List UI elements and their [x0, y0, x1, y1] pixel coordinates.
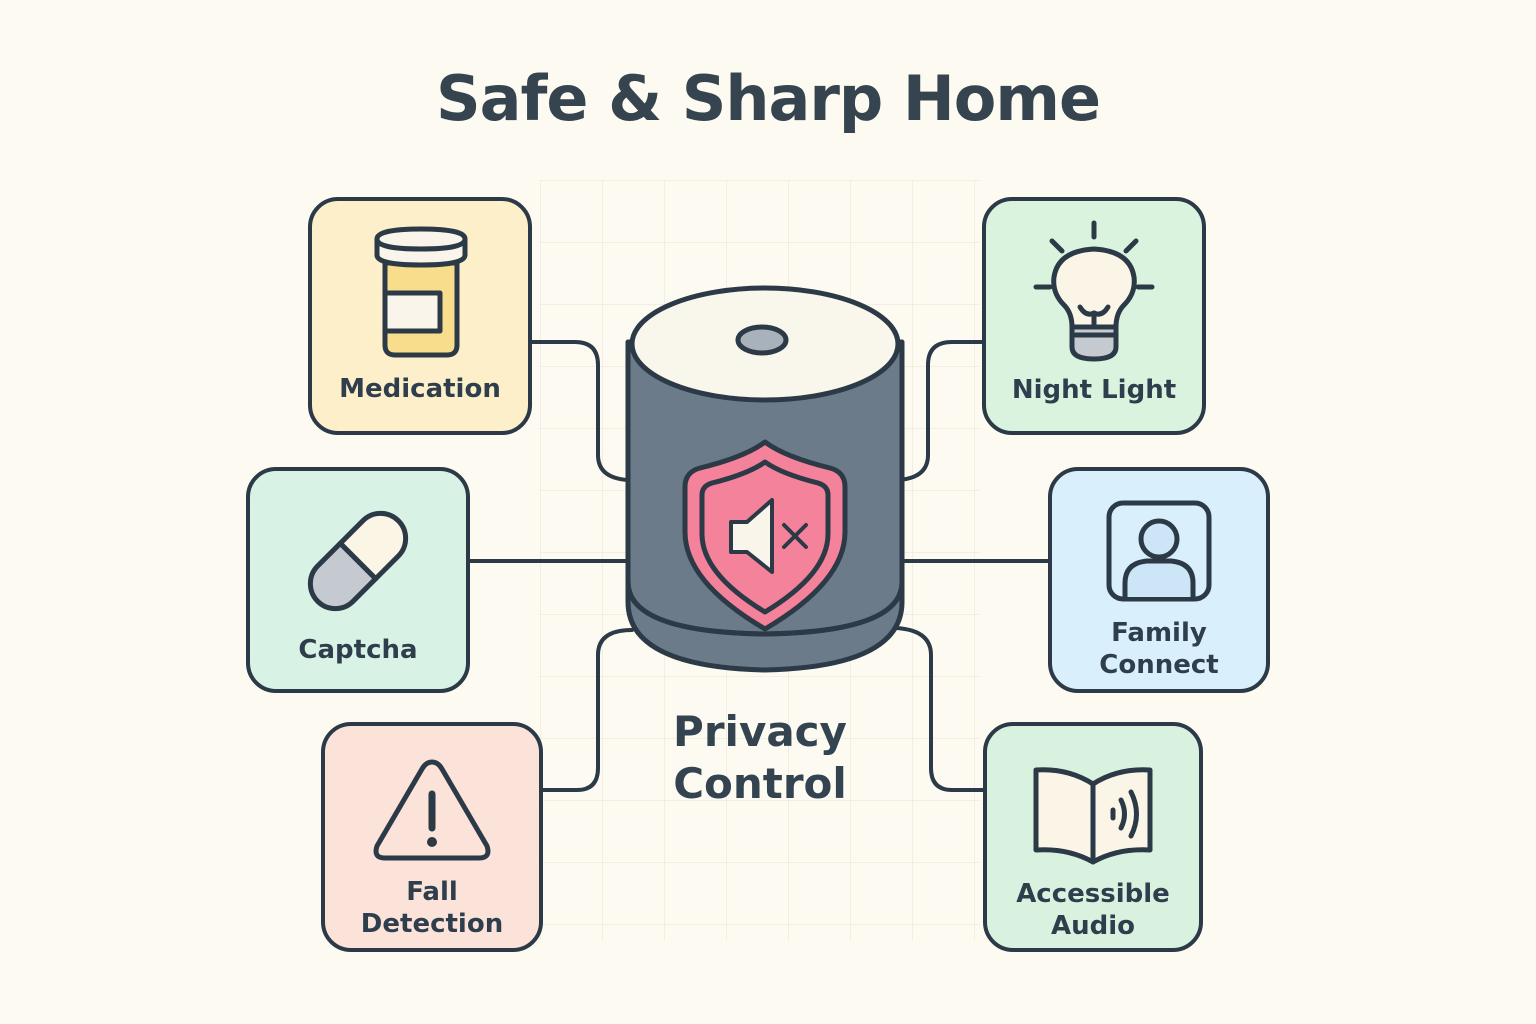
user-portrait-icon	[1106, 500, 1212, 602]
feature-label: Night Light	[1011, 375, 1177, 405]
connector-fall-detection	[539, 628, 634, 792]
connector-night-light	[896, 340, 986, 482]
capsule-icon	[307, 510, 409, 612]
feature-card-night-light[interactable]: Night Light	[982, 197, 1206, 435]
muted-shield-icon	[682, 439, 848, 632]
connector-accessible-audio	[894, 626, 986, 792]
connector-medication	[528, 340, 630, 482]
feature-label: Family Connect	[1099, 618, 1219, 680]
feature-label: Fall Detection	[360, 877, 504, 939]
smart-speaker-icon	[625, 285, 905, 673]
pill-bottle-icon	[374, 226, 468, 358]
warning-triangle-icon	[373, 759, 491, 861]
feature-label: Captcha	[298, 635, 418, 665]
feature-card-medication[interactable]: Medication	[308, 197, 532, 435]
feature-card-family-connect[interactable]: Family Connect	[1048, 467, 1270, 693]
lightbulb-icon	[1033, 220, 1155, 362]
feature-label: Medication	[339, 374, 501, 404]
audio-book-icon	[1033, 767, 1153, 865]
feature-card-accessible-audio[interactable]: Accessible Audio	[983, 722, 1203, 952]
feature-card-fall-detection[interactable]: Fall Detection	[321, 722, 543, 952]
feature-card-captcha[interactable]: Captcha	[246, 467, 470, 693]
page-title: Safe & Sharp Home	[435, 62, 1101, 135]
feature-label: Accessible Audio	[1016, 879, 1170, 941]
privacy-control-label: Privacy Control	[673, 707, 847, 808]
